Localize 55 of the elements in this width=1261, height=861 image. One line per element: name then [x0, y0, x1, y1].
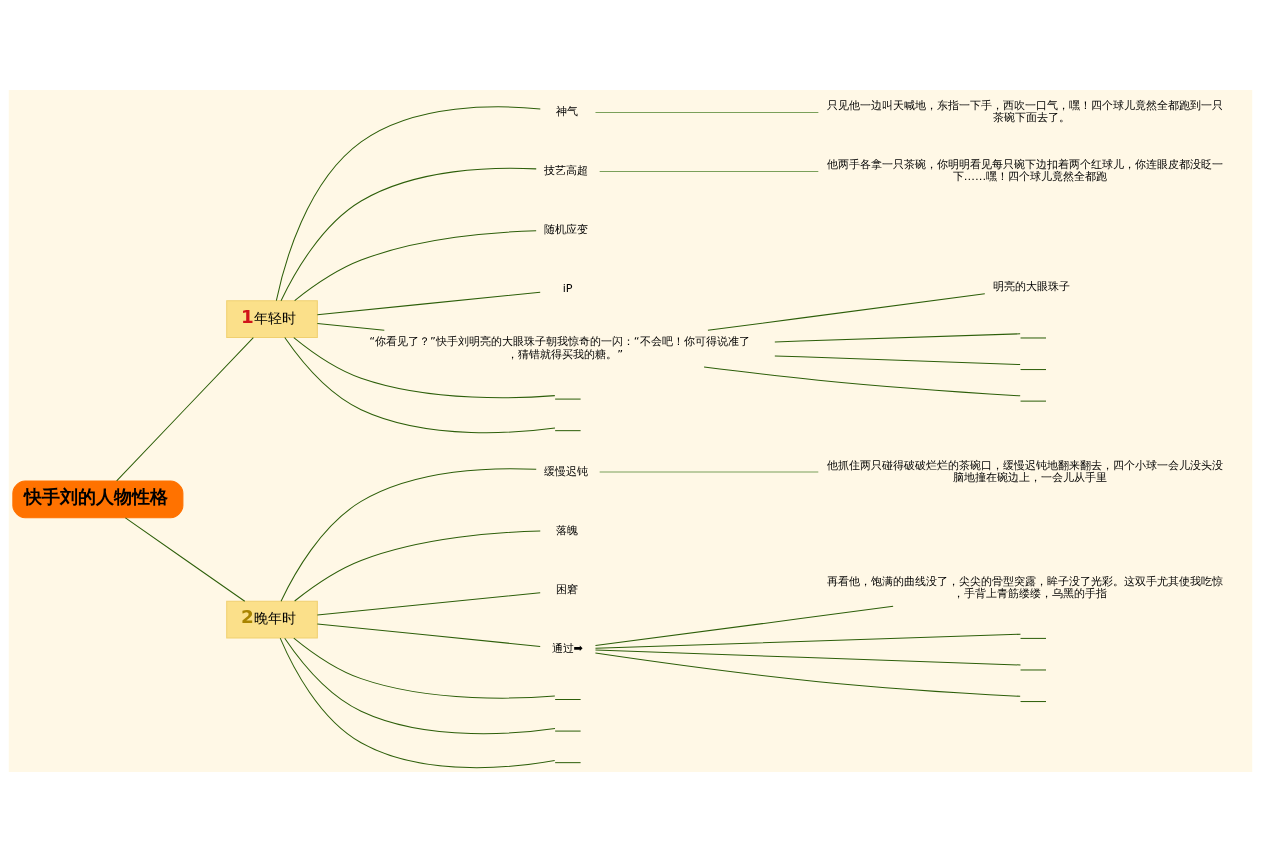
connector — [293, 637, 556, 699]
connector — [275, 105, 541, 301]
node-text: 再看他，饱满的曲线没了，尖尖的骨型突露，眸子没了光彩。这双手尤其使我吃惊，手背上青筋缕缕，乌黑的手指 — [826, 574, 1223, 600]
connector — [116, 336, 254, 481]
connector — [294, 229, 537, 301]
connector — [594, 649, 1021, 665]
connector — [594, 111, 819, 113]
node-text: 他两手各拿一只茶碗，你明明看见每只碗下边扣着两个红球儿，你连眼皮都没眨一下……嘿！四个球儿竟然全都跑 — [826, 157, 1223, 183]
node-box: 快手刘的人物性格 — [12, 480, 184, 518]
connector — [284, 637, 556, 734]
connector — [599, 170, 819, 172]
node-text: iP — [562, 281, 573, 295]
node-text: 只见他一边叫天喊地，东指一下手，西吹一口气，嘿！四个球儿竟然全都跑到一只茶碗下面去了。 — [826, 98, 1223, 124]
connector — [594, 605, 894, 646]
connector — [774, 332, 1021, 342]
node-line — [1020, 668, 1047, 670]
node-line — [1020, 336, 1047, 338]
node-text: 通过➡ — [551, 641, 583, 655]
node-text: 随机应变 — [544, 222, 589, 236]
node-line — [554, 429, 582, 431]
node-text: 技艺高超 — [544, 163, 589, 177]
node-text: 落魄 — [556, 523, 579, 537]
connector — [279, 637, 556, 768]
node-text: 困窘 — [556, 582, 579, 596]
connector — [124, 516, 246, 602]
connector — [284, 336, 556, 433]
connector — [594, 633, 1021, 649]
node-line — [554, 398, 582, 400]
connector — [316, 322, 385, 331]
node-text: 他抓住两只碰得破破烂烂的茶碗口，缓慢迟钝地翻来翻去，四个小球一会儿没头没脑地撞在碗边上，一会儿从手里 — [826, 458, 1223, 484]
node-box: 1年轻时 — [226, 299, 318, 338]
connector — [774, 354, 1021, 365]
connector — [707, 292, 986, 331]
connector — [316, 591, 541, 616]
connector — [703, 366, 1021, 396]
node-line — [1020, 700, 1047, 702]
node-text: 缓慢迟钝 — [544, 464, 589, 478]
node-line — [554, 698, 582, 700]
node-line — [1020, 637, 1047, 639]
node-line — [554, 761, 582, 763]
connector — [280, 167, 537, 301]
node-text: “你看见了？”快手刘明亮的大眼珠子朝我惊奇的一闪：“不会吧！你可得说准了，猜错就得买我的糖。” — [369, 334, 750, 361]
node-line — [554, 730, 582, 732]
node-line — [1020, 400, 1047, 402]
connector — [599, 470, 819, 472]
connector — [294, 530, 541, 601]
node-text: 明亮的大眼珠子 — [993, 279, 1071, 293]
connector — [316, 623, 541, 647]
connector — [280, 467, 537, 602]
node-line — [1020, 368, 1047, 370]
node-box: 2晚年时 — [226, 600, 318, 638]
connector — [293, 336, 556, 398]
connector — [316, 291, 541, 315]
connector — [594, 652, 1021, 697]
node-text: 神气 — [556, 104, 579, 118]
